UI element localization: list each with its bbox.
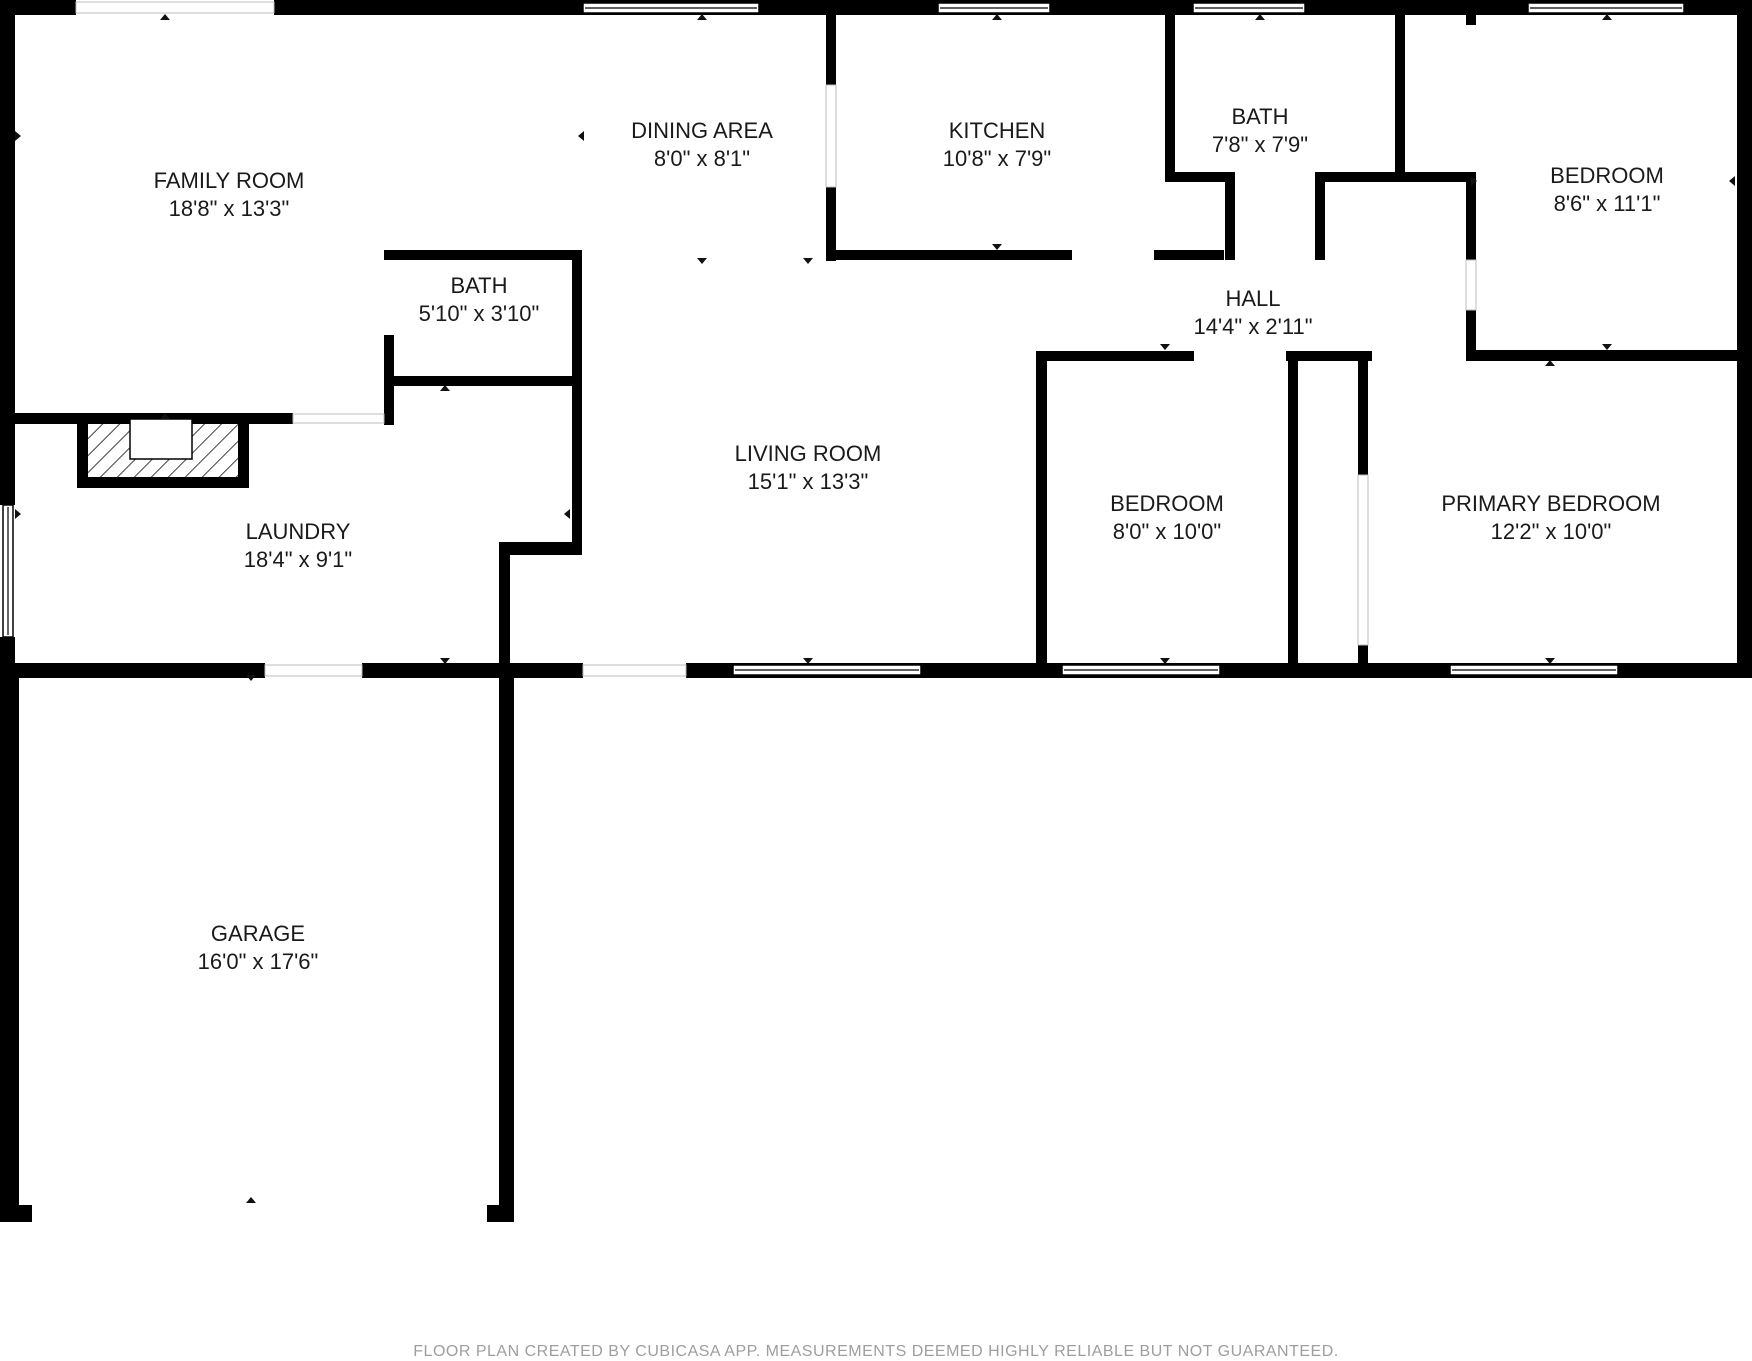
wall-primary-left-bottom <box>1358 645 1368 675</box>
window-top-dining <box>582 2 760 14</box>
fireplace-hearth <box>129 418 193 460</box>
opening-living-bottom <box>582 664 687 677</box>
room-bedroom-s-dims: 8'0" x 10'0" <box>1113 519 1221 544</box>
wall-primary-left-top <box>1358 351 1368 475</box>
wall-bath-step <box>1165 172 1235 182</box>
wall-bath-small-top <box>384 250 582 260</box>
room-family-room-dims: 18'8" x 13'3" <box>169 196 290 221</box>
wall-bedroom-ne-left-top <box>1466 15 1476 25</box>
wall-bath-left <box>1165 15 1175 175</box>
room-dining-area-dims: 8'0" x 8'1" <box>654 146 750 171</box>
wall-bedroom-s-top-right <box>1286 351 1372 361</box>
window-top-bedroom <box>1527 2 1685 14</box>
wall-closet-left <box>1315 172 1325 260</box>
disclaimer-text: FLOOR PLAN CREATED BY CUBICASA APP. MEAS… <box>413 1343 1339 1360</box>
room-primary-bedroom-name: PRIMARY BEDROOM <box>1441 491 1660 516</box>
wall-bath-small-bottom <box>384 376 582 386</box>
wall-top-left <box>0 0 76 15</box>
openings <box>75 1 1477 677</box>
window-bottom-bedroom <box>1061 664 1221 676</box>
room-bedroom-s-name: BEDROOM <box>1110 491 1224 516</box>
opening-garage-door <box>264 664 363 677</box>
room-bedroom-ne-dims: 8'6" x 11'1" <box>1554 191 1661 216</box>
window-top-kitchen <box>937 2 1051 14</box>
wall-bottom-2 <box>362 663 583 678</box>
room-garage-name: GARAGE <box>211 921 305 946</box>
room-family-room-name: FAMILY ROOM <box>154 168 305 193</box>
wall-bath-small-right <box>572 250 582 555</box>
wall-kitchen-left-bottom <box>826 187 836 261</box>
wall-left-garage <box>0 665 19 1216</box>
wall-bedroom-s-top <box>1036 351 1194 361</box>
wall-left-upper <box>0 0 15 505</box>
wall-bedroom-s-left <box>1036 351 1047 676</box>
wall-laundry-top-mid <box>384 376 394 425</box>
room-bedroom-ne-name: BEDROOM <box>1550 163 1664 188</box>
wall-laundry-step-v <box>499 542 510 668</box>
wall-bedroom-s-right <box>1288 351 1298 676</box>
window-left-laundry <box>2 504 14 638</box>
room-kitchen-dims: 10'8" x 7'9" <box>943 146 1051 171</box>
wall-bedroom-ne-left <box>1466 172 1476 260</box>
wall-fireplace-right <box>238 413 249 488</box>
wall-garage-bottom-right <box>487 1205 514 1222</box>
wall-bedroom-ne-bottom <box>1466 350 1737 361</box>
wall-bath-right <box>1395 15 1405 180</box>
room-bath-upper-name: BATH <box>1231 104 1288 129</box>
walls <box>0 0 1752 1222</box>
room-garage-dims: 16'0" x 17'6" <box>198 949 319 974</box>
wall-right <box>1737 0 1752 678</box>
opening-primary-closet <box>1357 474 1369 646</box>
opening-laundry-top <box>292 413 385 424</box>
wall-fireplace-bottom <box>77 477 249 488</box>
room-bath-small-dims: 5'10" x 3'10" <box>419 301 540 326</box>
wall-garage-right <box>499 668 514 1222</box>
window-bottom-primary <box>1449 664 1619 676</box>
opening-hall-right <box>1465 259 1477 311</box>
wall-laundry-step-down <box>499 542 582 555</box>
room-hall-dims: 14'4" x 2'11" <box>1193 314 1312 339</box>
opening-kitchen-left <box>825 84 837 188</box>
room-labels: FAMILY ROOM 18'8" x 13'3" DINING AREA 8'… <box>154 104 1664 974</box>
room-bath-small-name: BATH <box>450 273 507 298</box>
wall-left-lower <box>0 637 15 674</box>
room-bath-upper-dims: 7'8" x 7'9" <box>1212 132 1308 157</box>
opening-family-top <box>75 1 275 14</box>
dimension-ticks <box>15 14 1735 1203</box>
wall-bedroom-ne-left-lower <box>1466 310 1476 358</box>
window-bottom-living <box>732 664 922 676</box>
room-living-room-name: LIVING ROOM <box>735 441 882 466</box>
room-laundry-dims: 18'4" x 9'1" <box>244 547 352 572</box>
wall-kitchen-bottom <box>826 250 1072 260</box>
window-top-bath <box>1192 2 1306 14</box>
wall-bath-step-down <box>1225 172 1235 260</box>
wall-kitchen-bottom-right <box>1154 250 1224 260</box>
wall-bottom-1 <box>15 663 265 678</box>
wall-kitchen-left-top <box>826 15 836 85</box>
room-living-room-dims: 15'1" x 13'3" <box>748 469 869 494</box>
wall-closet-top <box>1395 172 1476 182</box>
wall-fireplace-left <box>77 413 88 488</box>
wall-garage-bottom-left <box>0 1205 32 1222</box>
room-laundry-name: LAUNDRY <box>246 519 351 544</box>
room-primary-bedroom-dims: 12'2" x 10'0" <box>1491 519 1612 544</box>
room-kitchen-name: KITCHEN <box>949 118 1046 143</box>
windows <box>2 2 1685 676</box>
room-dining-area-name: DINING AREA <box>631 118 773 143</box>
room-hall-name: HALL <box>1225 286 1280 311</box>
